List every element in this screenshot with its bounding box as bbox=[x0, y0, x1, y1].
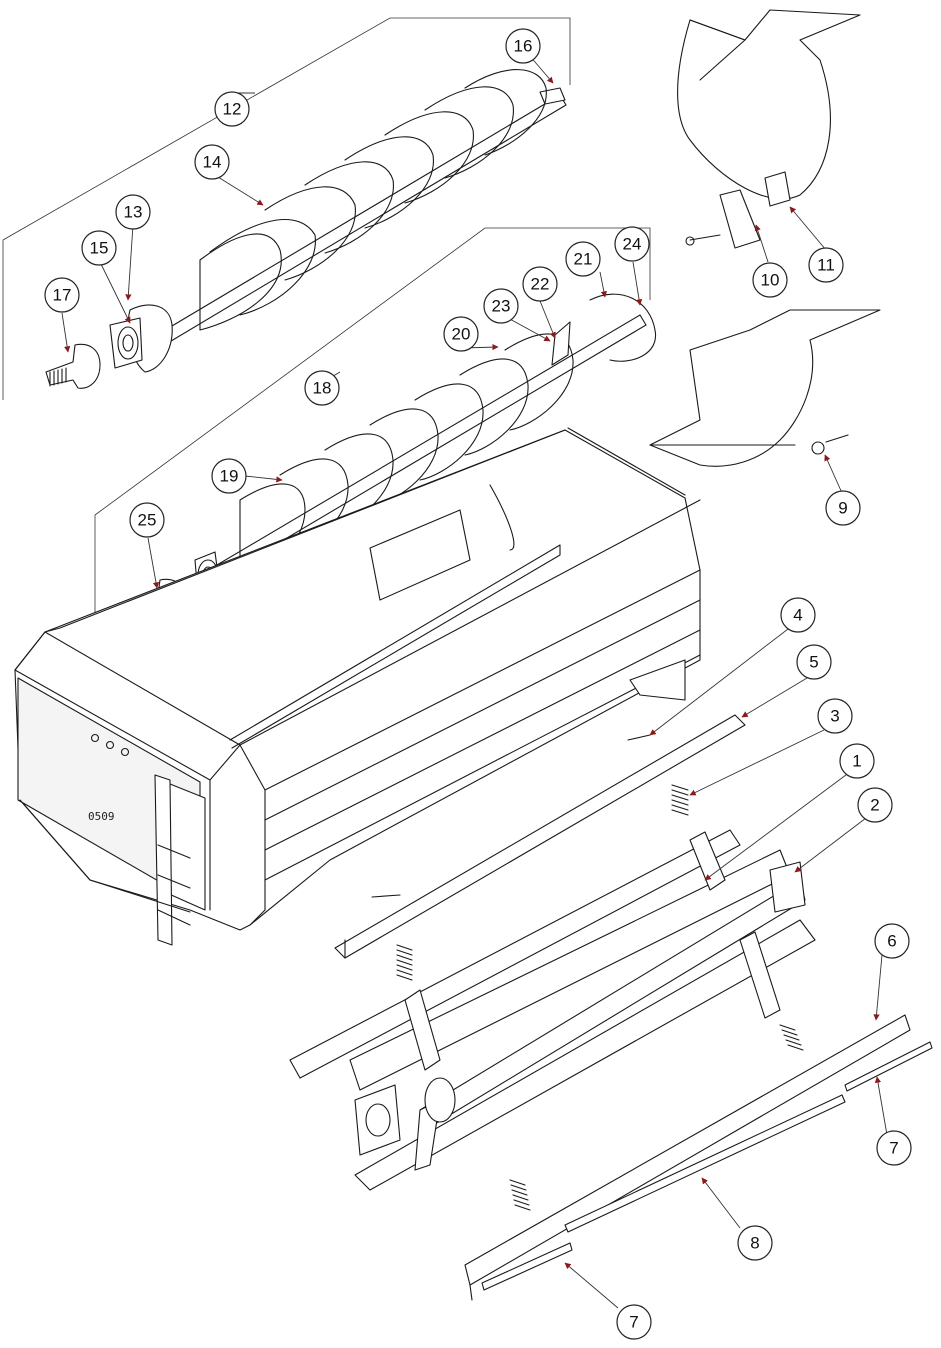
hopper-body bbox=[14, 427, 701, 946]
upper-shield bbox=[677, 9, 861, 249]
svg-text:22: 22 bbox=[531, 275, 550, 294]
callout-14: 14 bbox=[194, 144, 230, 180]
svg-text:6: 6 bbox=[887, 932, 896, 951]
lower-rail-6 bbox=[464, 1014, 911, 1301]
callout-1: 1 bbox=[839, 743, 875, 779]
svg-text:4: 4 bbox=[793, 606, 802, 625]
callout-17: 17 bbox=[44, 277, 80, 313]
callout-23: 23 bbox=[483, 288, 519, 324]
callout-7-right: 7 bbox=[876, 1130, 912, 1166]
lower-shield bbox=[649, 309, 881, 467]
assembly-outline-upper bbox=[2, 17, 571, 400]
svg-text:5: 5 bbox=[809, 653, 818, 672]
callout-24: 24 bbox=[614, 226, 650, 262]
svg-text:3: 3 bbox=[830, 707, 839, 726]
callout-19: 19 bbox=[211, 458, 247, 494]
svg-text:25: 25 bbox=[138, 511, 157, 530]
svg-text:14: 14 bbox=[203, 153, 222, 172]
knife-strip-8 bbox=[481, 1041, 933, 1291]
svg-text:24: 24 bbox=[623, 235, 642, 254]
callout-16: 16 bbox=[505, 28, 541, 64]
svg-text:19: 19 bbox=[220, 467, 239, 486]
callout-18: 18 bbox=[304, 370, 340, 406]
callout-21: 21 bbox=[565, 241, 601, 277]
svg-text:8: 8 bbox=[750, 1234, 759, 1253]
svg-text:2: 2 bbox=[870, 796, 879, 815]
callout-13: 13 bbox=[115, 194, 151, 230]
callout-9: 9 bbox=[825, 490, 861, 526]
callout-3: 3 bbox=[817, 698, 853, 734]
callout-10: 10 bbox=[752, 262, 788, 298]
svg-text:15: 15 bbox=[90, 239, 109, 258]
svg-text:17: 17 bbox=[53, 286, 72, 305]
svg-text:21: 21 bbox=[574, 250, 593, 269]
svg-text:16: 16 bbox=[514, 37, 533, 56]
svg-text:13: 13 bbox=[124, 203, 143, 222]
plate-label: 0509 bbox=[88, 810, 115, 823]
callout-15: 15 bbox=[81, 230, 117, 266]
pins bbox=[371, 734, 651, 898]
svg-text:1: 1 bbox=[852, 752, 861, 771]
callout-8: 8 bbox=[737, 1225, 773, 1261]
svg-text:11: 11 bbox=[817, 256, 835, 275]
callout-7-bottom: 7 bbox=[616, 1304, 652, 1340]
svg-text:20: 20 bbox=[452, 325, 471, 344]
callout-25: 25 bbox=[129, 502, 165, 538]
stub-shaft-17 bbox=[45, 343, 101, 389]
callout-5: 5 bbox=[796, 644, 832, 680]
svg-text:10: 10 bbox=[761, 271, 780, 290]
callout-11: 11 bbox=[808, 247, 844, 283]
svg-text:7: 7 bbox=[629, 1313, 638, 1332]
callout-20: 20 bbox=[443, 316, 479, 352]
callout-12: 12 bbox=[214, 91, 250, 127]
callout-6: 6 bbox=[874, 923, 910, 959]
drum-frame bbox=[289, 829, 816, 1191]
svg-text:12: 12 bbox=[223, 100, 242, 119]
svg-text:23: 23 bbox=[492, 297, 511, 316]
callout-2: 2 bbox=[857, 787, 893, 823]
callout-22: 22 bbox=[522, 266, 558, 302]
springs bbox=[396, 784, 804, 1211]
callout-4: 4 bbox=[780, 597, 816, 633]
svg-text:18: 18 bbox=[313, 379, 332, 398]
upper-auger bbox=[109, 69, 567, 373]
svg-text:7: 7 bbox=[889, 1139, 898, 1158]
top-rail-5 bbox=[334, 714, 746, 959]
svg-text:9: 9 bbox=[838, 499, 847, 518]
